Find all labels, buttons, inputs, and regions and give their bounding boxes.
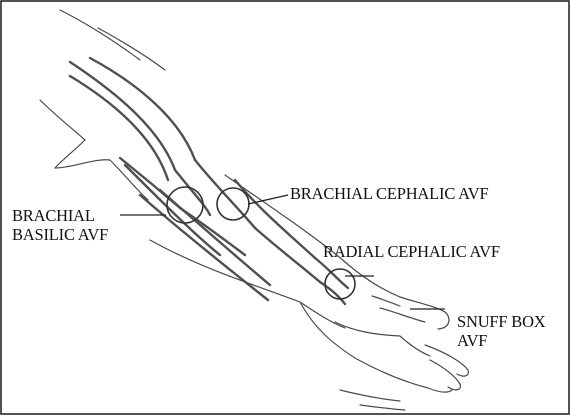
label-snuff-box-avf: SNUFF BOX AVF <box>457 312 546 350</box>
fistula-site-brachial-basilic <box>167 187 203 223</box>
label-brachial-cephalic-avf: BRACHIAL CEPHALIC AVF <box>290 184 488 203</box>
label-radial-cephalic-avf: RADIAL CEPHALIC AVF <box>323 242 500 261</box>
label-brachial-basilic-avf: BRACHIAL BASILIC AVF <box>12 206 108 244</box>
label-snuff-box-line1: SNUFF BOX <box>457 312 546 331</box>
label-snuff-box-line2: AVF <box>457 331 546 350</box>
label-brachial-basilic-line2: BASILIC AVF <box>12 225 108 244</box>
label-brachial-basilic-line1: BRACHIAL <box>12 206 108 225</box>
vein-network <box>70 58 348 304</box>
fistula-site-radial-cephalic <box>325 269 355 299</box>
